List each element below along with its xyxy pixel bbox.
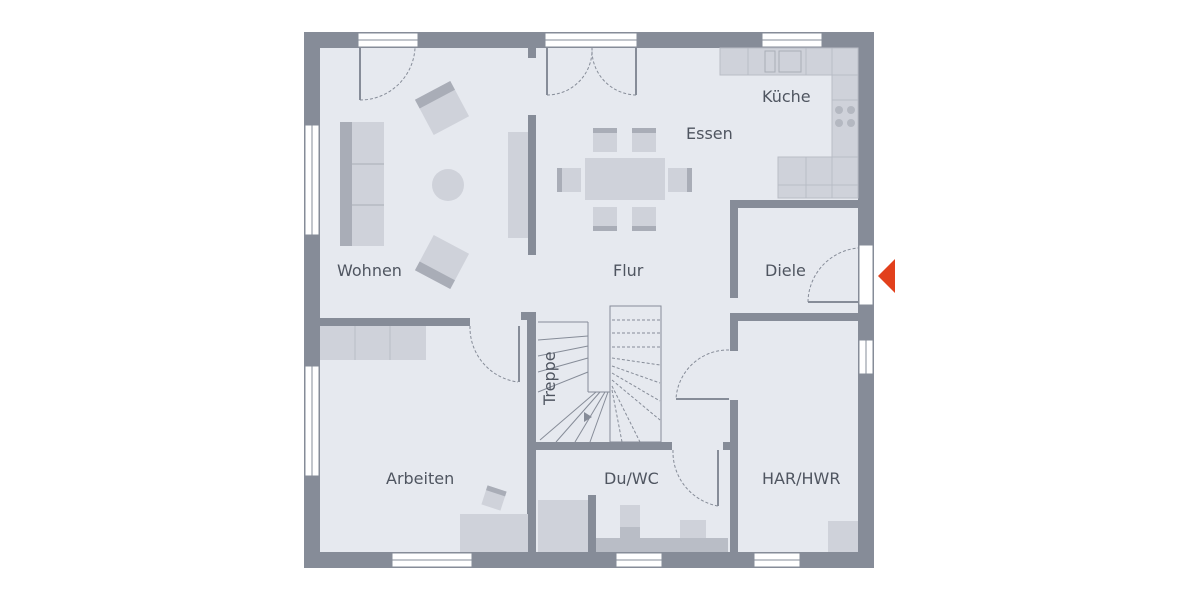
- living-room-furniture: [340, 80, 528, 290]
- entrance-arrow-icon: [878, 259, 895, 293]
- room-label-kueche: Küche: [762, 87, 811, 106]
- kitchen-sink-icon: [764, 50, 802, 73]
- room-label-diele: Diele: [765, 261, 806, 280]
- room-label-arbeiten: Arbeiten: [386, 469, 454, 488]
- bathroom-fixtures: [538, 500, 728, 552]
- room-label-treppe: Treppe: [540, 351, 559, 406]
- room-label-wohnen: Wohnen: [337, 261, 402, 280]
- windows: [304, 32, 874, 568]
- doors: [359, 47, 859, 507]
- floor-area: [304, 32, 874, 568]
- room-label-duwc: Du/WC: [604, 469, 659, 488]
- dining-furniture: [557, 128, 692, 231]
- stair-direction-arrow-icon: [584, 412, 592, 422]
- interior-walls: [320, 48, 858, 552]
- staircase: [537, 305, 662, 443]
- room-label-essen: Essen: [686, 124, 733, 143]
- office-furniture: [320, 326, 528, 552]
- stove-icon: [835, 106, 855, 127]
- door-leaves: [359, 48, 858, 506]
- room-label-har-hwr: HAR/HWR: [762, 469, 840, 488]
- utility-appliance: [828, 521, 858, 552]
- room-label-flur: Flur: [613, 261, 644, 280]
- kitchen-counters: [719, 47, 859, 199]
